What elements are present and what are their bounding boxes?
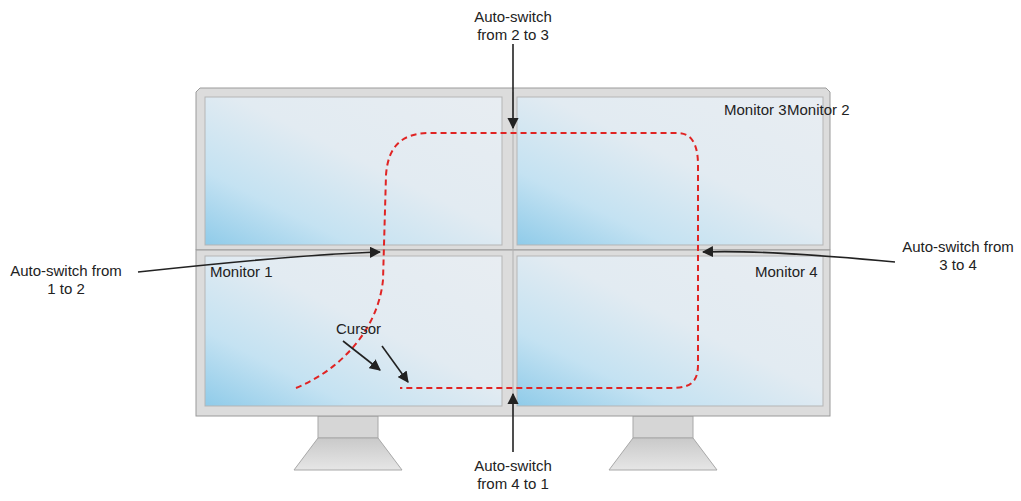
callout-text: Cursor xyxy=(336,320,381,338)
callout-text: Auto-switch from 1 to 2 xyxy=(6,262,126,298)
callout-text: Auto-switch from 3 to 4 xyxy=(900,238,1016,274)
monitor-label: Monitor 4 xyxy=(755,263,818,281)
callout-text: Auto-switch from 2 to 3 xyxy=(462,8,564,44)
monitor-label: Monitor 2 xyxy=(787,101,850,119)
monitor-label: Monitor 1 xyxy=(210,263,273,281)
cursor-path xyxy=(296,133,698,388)
leader-arrow xyxy=(138,44,895,452)
monitor-label: Monitor 3 xyxy=(724,101,787,119)
callout-text: Auto-switch from 4 to 1 xyxy=(462,457,564,493)
